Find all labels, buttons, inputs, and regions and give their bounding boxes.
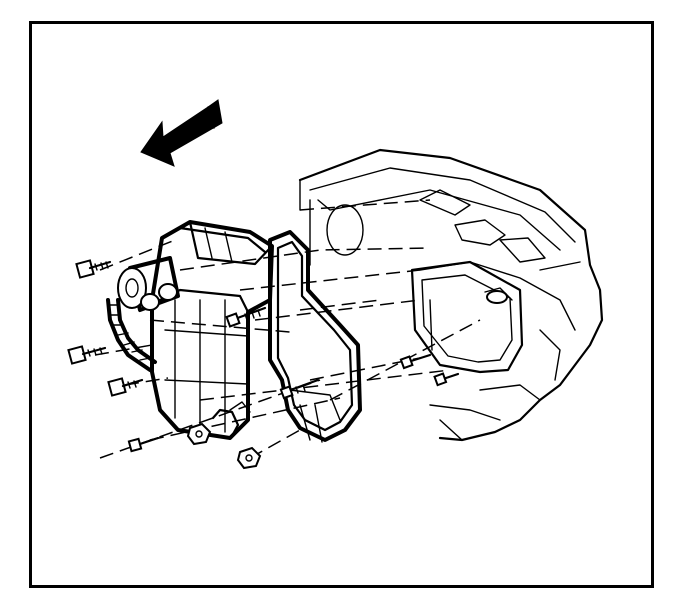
heater-housing (150, 220, 274, 440)
stud-center-upper (225, 306, 267, 328)
nut-bottom-center (186, 422, 212, 446)
direction-arrow-icon (140, 99, 223, 167)
vehicle-body-outline (298, 148, 604, 442)
gasket-seal (268, 230, 362, 443)
wiring-harness (106, 298, 157, 372)
stud-right (399, 353, 460, 387)
stud-center-lower (279, 378, 320, 400)
mounting-bracket (410, 260, 524, 374)
blower-motor (117, 256, 180, 312)
bolt-lower-left (107, 377, 144, 397)
bolt-top-left (75, 259, 112, 279)
bolt-bottom-left (127, 436, 160, 453)
bolt-mid-left (67, 345, 107, 365)
nut-bottom (236, 446, 262, 470)
clip-bracket (211, 401, 251, 438)
